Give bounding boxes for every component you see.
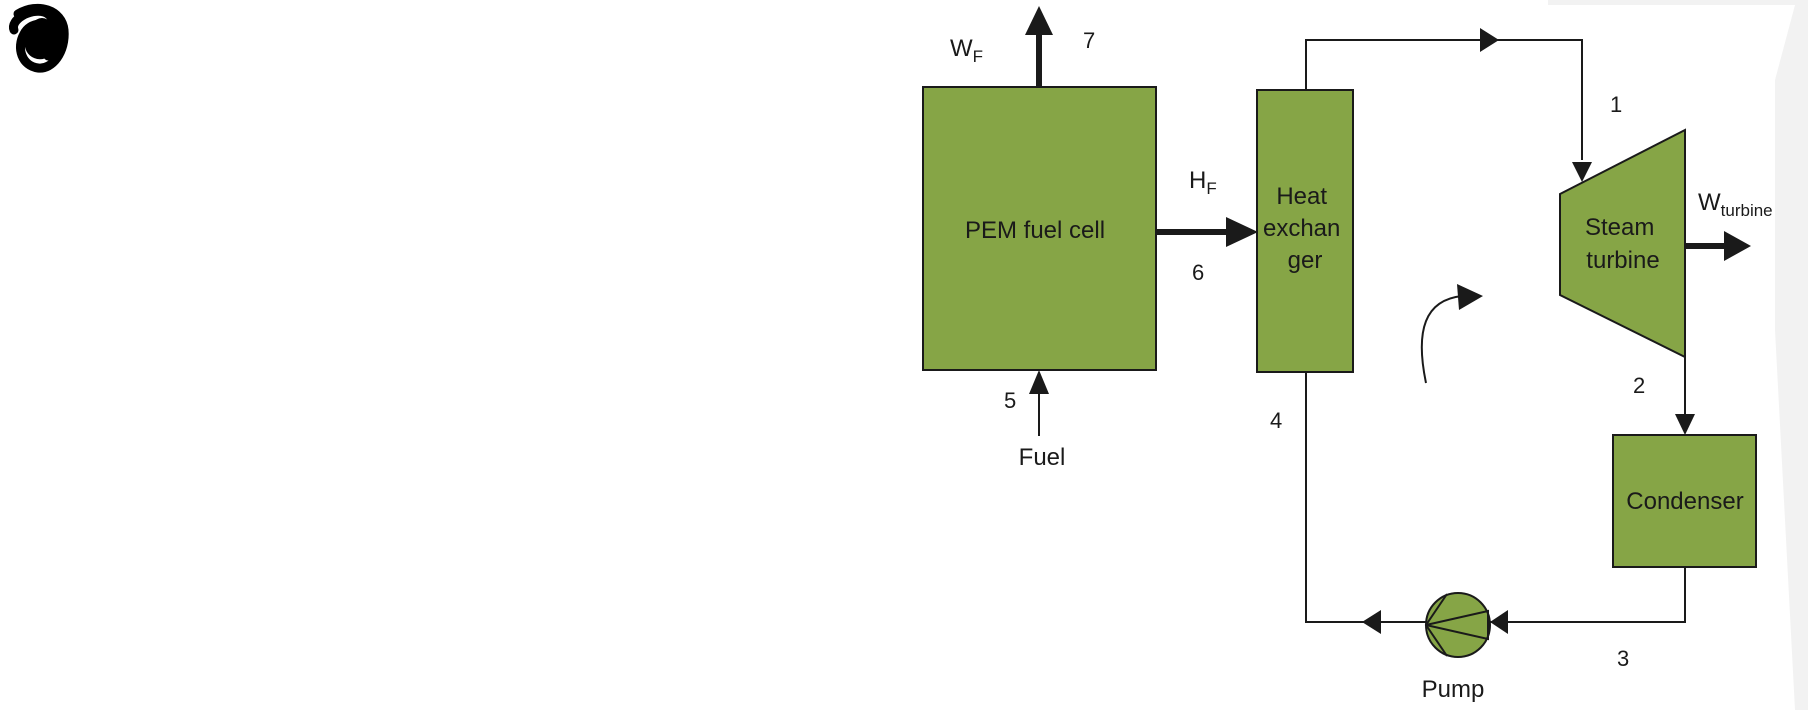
state-point-7: 7 [1083,28,1095,53]
heat-exchanger-label: Heat exchan ger [1263,183,1347,274]
pump-label: Pump [1422,676,1485,703]
steam-turbine-label: Steam turbine [1585,214,1661,274]
pipe-state-3 [1490,567,1686,634]
fuel-input-label: Fuel [1019,444,1066,471]
state-point-4: 4 [1270,408,1282,433]
fuel-cell-heat-arrow [1156,217,1258,247]
turbine-work-arrow [1685,231,1751,261]
scribble-icon [9,3,69,73]
pump-triangle-icon [1424,592,1491,658]
pipe-state-2 [1675,357,1695,435]
fuel-cell-heat-label: HF [1189,167,1217,198]
state-point-6: 6 [1192,260,1204,285]
condenser-label: Condenser [1626,488,1743,515]
pipe-state-1 [1305,28,1592,182]
state-point-2: 2 [1633,373,1645,398]
background-panel [1548,0,1808,710]
fuel-input-arrow [1029,370,1049,436]
fuel-cell-work-arrow [1025,6,1053,87]
pem-fuel-cell-box [922,86,1157,371]
turbine-work-label: Wturbine [1698,189,1773,220]
state-point-1: 1 [1610,92,1622,117]
curved-arrow-icon [1420,284,1483,384]
state-point-5: 5 [1004,388,1016,413]
fuel-cell-work-label: WF [950,35,983,66]
pem-fuel-cell-label: PEM fuel cell [965,217,1105,244]
condenser-box [1612,434,1757,568]
state-point-3: 3 [1617,646,1629,671]
pipe-state-4 [1305,372,1426,634]
